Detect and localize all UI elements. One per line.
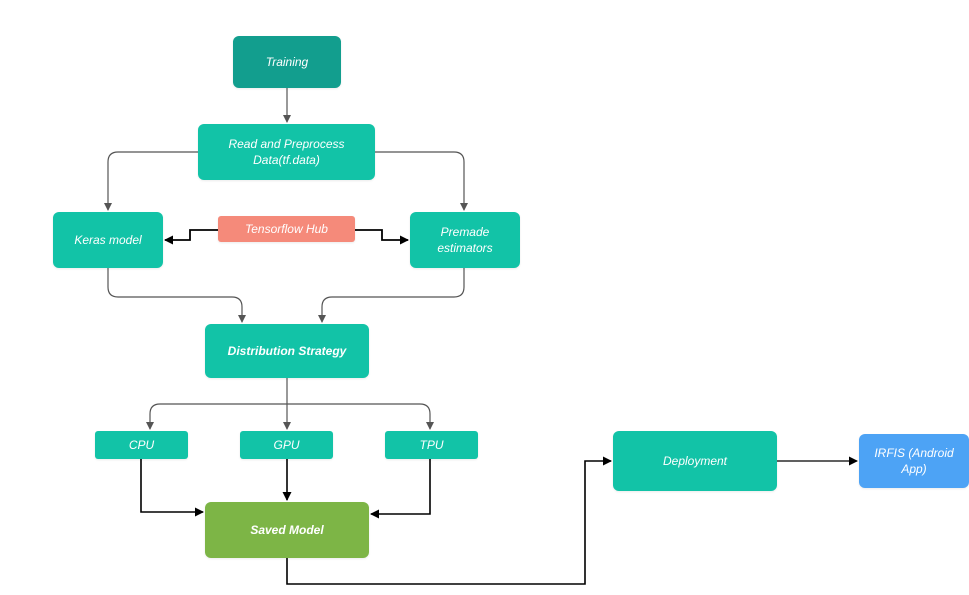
edge-distribution-to-tpu [287,403,434,430]
edge-cpu-to-saved [140,459,204,517]
node-tpu: TPU [385,431,478,459]
node-read-preprocess: Read and Preprocess Data(tf.data) [198,124,375,180]
node-training: Training [233,36,341,88]
node-distribution-strategy-label: Distribution Strategy [227,344,347,358]
edge-keras-to-distribution [107,268,246,323]
node-training-label: Training [265,55,309,69]
node-cpu-label: CPU [128,438,155,452]
edge-tpu-to-saved [370,459,431,519]
node-distribution-strategy: Distribution Strategy [205,324,369,378]
edge-distribution-to-cpu [146,403,287,430]
node-tensorflow-hub-label: Tensorflow Hub [245,222,328,236]
node-gpu-label: GPU [273,438,300,452]
edge-read-to-keras [104,151,198,211]
node-deployment: Deployment [613,431,777,491]
node-tpu-label: TPU [419,438,444,452]
edge-saved-to-deployment [286,456,612,585]
node-keras-model: Keras model [53,212,163,268]
node-tensorflow-hub: Tensorflow Hub [218,216,355,242]
node-saved-model: Saved Model [205,502,369,558]
node-premade-estimators: Premade estimators [410,212,520,268]
edge-read-to-premade [375,151,468,211]
node-gpu: GPU [240,431,333,459]
edge-hub-to-keras [164,229,218,245]
edge-hub-to-premade [355,229,409,245]
node-irfis-app-label: IRFIS (Android App) [874,446,954,476]
node-cpu: CPU [95,431,188,459]
node-deployment-label: Deployment [662,454,728,468]
node-keras-model-label: Keras model [74,233,142,247]
node-premade-estimators-label: Premade estimators [437,225,493,255]
node-read-preprocess-label: Read and Preprocess Data(tf.data) [228,137,345,167]
node-saved-model-label: Saved Model [250,523,324,537]
node-irfis-app: IRFIS (Android App) [859,434,969,488]
edge-premade-to-distribution [318,268,465,323]
